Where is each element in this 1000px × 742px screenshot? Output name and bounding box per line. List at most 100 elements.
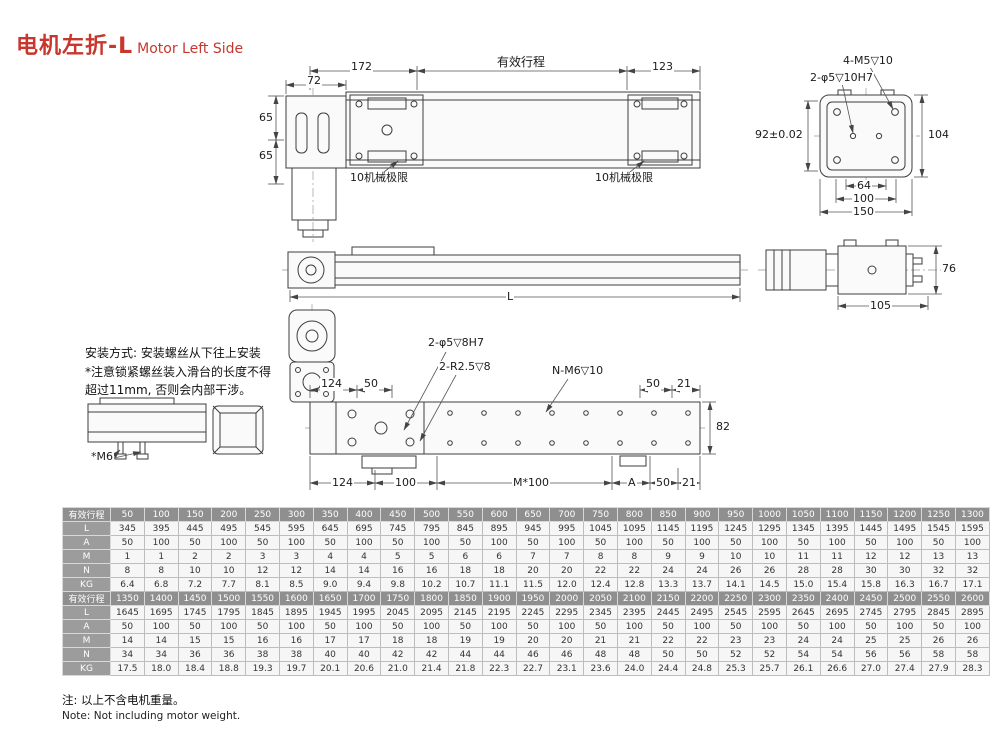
spec-value-cell: 345 [110, 521, 145, 536]
spec-value-cell: 19 [481, 633, 517, 648]
technical-drawing: 172 有效行程 123 72 65 65 10机械极限 10机械极限 4-M5… [85, 54, 957, 490]
spec-value-cell: 3 [245, 549, 280, 564]
top-plan-view [285, 91, 701, 238]
spec-value-cell: 28.3 [954, 661, 991, 676]
spec-value-cell: 24 [684, 563, 720, 578]
hole-callout-2phi5-8h7: 2-φ5▽8H7 [427, 336, 485, 350]
spec-value-cell: 20.1 [312, 661, 348, 676]
spec-value-cell: 5 [380, 549, 416, 564]
spec-value-cell: 50 [718, 535, 754, 550]
spec-value-cell: 58 [954, 647, 991, 662]
spec-value-cell: 54 [819, 647, 855, 662]
stroke-value-cell: 750 [583, 507, 618, 522]
spec-value-cell: 18.4 [177, 661, 213, 676]
spec-value-cell: 2745 [853, 605, 889, 620]
spec-value-cell: 1 [143, 549, 179, 564]
stroke-value-cell: 1500 [211, 591, 247, 606]
spec-value-cell: 6.4 [110, 577, 145, 592]
spec-value-cell: 26 [921, 633, 956, 648]
spec-value-cell: 395 [143, 521, 179, 536]
spec-value-cell: 44 [447, 647, 483, 662]
spec-value-cell: 18 [414, 633, 449, 648]
spec-value-cell: 18 [481, 563, 517, 578]
spec-value-cell: 42 [414, 647, 449, 662]
spec-value-cell: 9.8 [380, 577, 416, 592]
mounting-insets [87, 397, 264, 460]
spec-value-cell: 15.0 [785, 577, 821, 592]
spec-value-cell: 6 [481, 549, 517, 564]
spec-value-cell: 695 [346, 521, 382, 536]
spec-value-cell: 2 [177, 549, 213, 564]
spec-value-cell: 445 [177, 521, 213, 536]
spec-value-cell: 21.8 [447, 661, 483, 676]
spec-value-cell: 30 [853, 563, 889, 578]
spec-value-cell: 8.1 [245, 577, 280, 592]
spec-value-cell: 100 [414, 535, 449, 550]
spec-value-cell: 23 [718, 633, 754, 648]
spec-value-cell: 7.7 [211, 577, 247, 592]
spec-value-cell: 1245 [718, 521, 754, 536]
spec-value-cell: 1945 [312, 605, 348, 620]
spec-value-cell: 12.8 [616, 577, 652, 592]
spec-value-cell: 1095 [616, 521, 652, 536]
spec-value-cell: 100 [684, 619, 720, 634]
spec-value-cell: 10.7 [447, 577, 483, 592]
spec-value-cell: 2545 [718, 605, 754, 620]
spec-value-cell: 17 [312, 633, 348, 648]
spec-value-cell: 1445 [853, 521, 889, 536]
spec-value-cell: 20 [549, 633, 585, 648]
stroke-value-cell: 1750 [380, 591, 416, 606]
dim-21-bottom-label: 21 [681, 476, 697, 490]
stroke-value-cell: 1850 [447, 591, 483, 606]
page-subtitle: Motor Left Side [137, 41, 244, 57]
spec-value-cell: 100 [549, 535, 585, 550]
spec-value-cell: 1295 [752, 521, 787, 536]
dim-m100-label: M*100 [512, 476, 550, 490]
dim-100-label: 100 [852, 192, 875, 206]
spec-value-cell: 50 [650, 535, 686, 550]
spec-value-cell: 2345 [583, 605, 618, 620]
page-title: 电机左折-L [16, 34, 134, 59]
spec-value-cell: 2895 [954, 605, 991, 620]
spec-value-cell: 845 [447, 521, 483, 536]
spec-value-cell: 12 [853, 549, 889, 564]
spec-value-cell: 2295 [549, 605, 585, 620]
effective-stroke-label: 有效行程 [496, 55, 547, 70]
stroke-value-cell: 700 [549, 507, 585, 522]
spec-value-cell: 50 [921, 535, 956, 550]
spec-value-cell: 32 [921, 563, 956, 578]
spec-value-cell: 22.7 [515, 661, 551, 676]
spec-value-cell: 36 [211, 647, 247, 662]
installation-note-line2: *注意锁紧螺丝装入滑台的长度不得 [85, 364, 272, 379]
spec-value-cell: 100 [819, 619, 855, 634]
spec-value-cell: 1895 [278, 605, 314, 620]
row-label-cell: A [62, 619, 111, 634]
row-label-cell: M [62, 633, 111, 648]
dim-76-label: 76 [941, 262, 957, 276]
stroke-value-cell: 450 [380, 507, 416, 522]
spec-value-cell: 11.1 [481, 577, 517, 592]
spec-value-cell: 1595 [954, 521, 991, 536]
thread-callout-4m5: 4-M5▽10 [842, 54, 894, 68]
spec-value-cell: 5 [414, 549, 449, 564]
spec-value-cell: 1795 [211, 605, 247, 620]
spec-value-cell: 13 [921, 549, 956, 564]
stroke-value-cell: 2100 [616, 591, 652, 606]
row-label-cell: KG [62, 577, 111, 592]
spec-value-cell: 11 [819, 549, 855, 564]
spec-value-cell: 7 [515, 549, 551, 564]
spec-value-cell: 16.3 [887, 577, 923, 592]
spec-value-cell: 1395 [819, 521, 855, 536]
stroke-value-cell: 2500 [887, 591, 923, 606]
spec-value-cell: 50 [785, 535, 821, 550]
spec-value-cell: 2695 [819, 605, 855, 620]
spec-value-cell: 24.0 [616, 661, 652, 676]
spec-value-cell: 2795 [887, 605, 923, 620]
footer-note-en: Note: Not including motor weight. [62, 710, 241, 722]
spec-value-cell: 14 [143, 633, 179, 648]
spec-value-cell: 100 [819, 535, 855, 550]
spec-value-cell: 10.2 [414, 577, 449, 592]
spec-value-cell: 10 [752, 549, 787, 564]
